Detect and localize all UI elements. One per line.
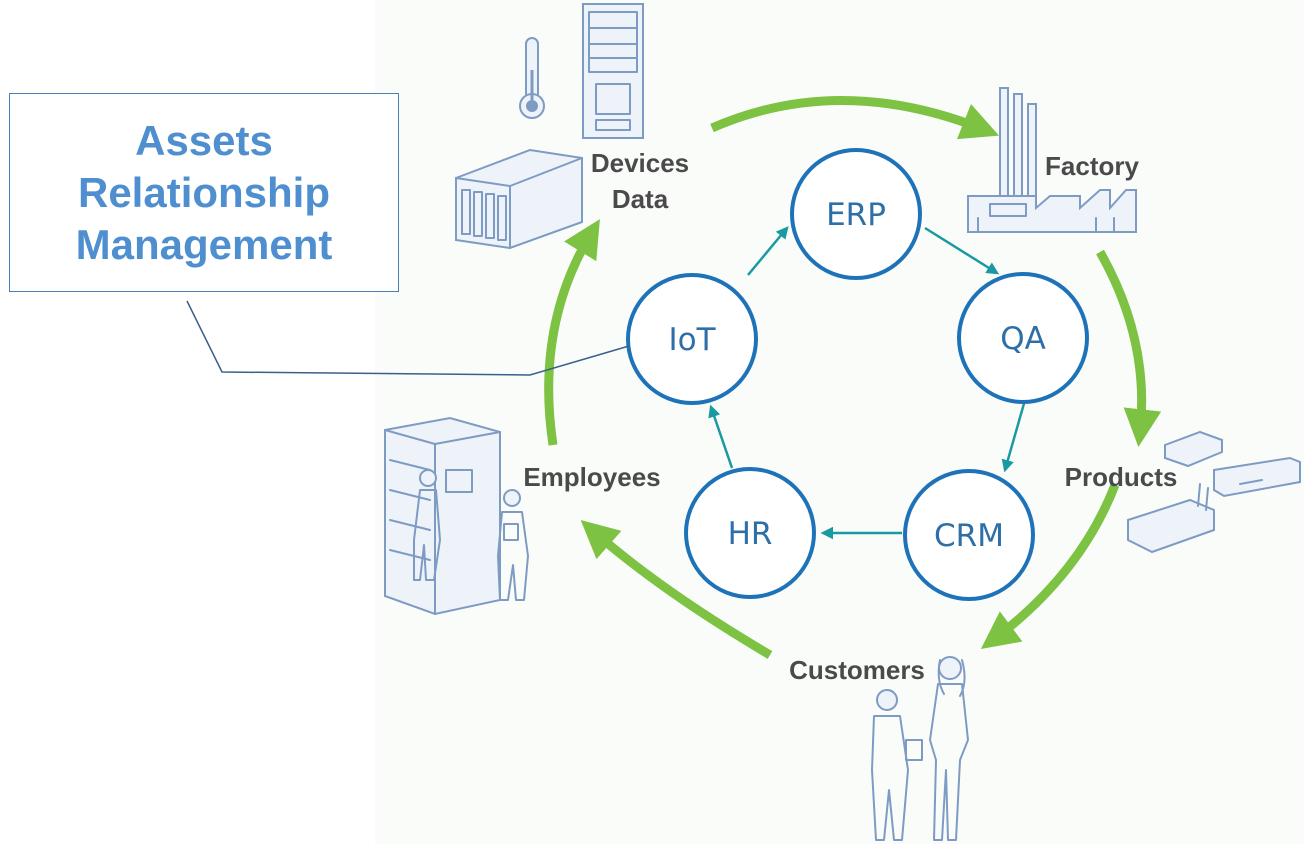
stage-devices-data-line1: Devices <box>591 148 689 178</box>
inner-cycle-arrows <box>708 226 1027 540</box>
outer-stage-labels: Devices Data Factory Products Customers … <box>523 148 1177 685</box>
node-hr-label: HR <box>728 516 773 552</box>
network-devices-icon <box>1127 430 1301 554</box>
node-erp: ERP <box>790 148 922 280</box>
vending-machine-icon <box>582 3 644 139</box>
callout-line-2: Relationship <box>77 168 331 216</box>
node-crm-label: CRM <box>934 518 1004 554</box>
factory-icon <box>967 87 1137 233</box>
assets-relationship-callout: Assets Relationship Management <box>9 93 399 292</box>
arrow-qa-to-crm <box>1001 399 1027 473</box>
stage-factory-label: Factory <box>1045 151 1139 181</box>
callout-leader-line <box>186 300 630 376</box>
arrow-employees-to-devices <box>544 219 600 446</box>
callout-line-1: Assets <box>135 116 273 164</box>
node-hr: HR <box>684 467 816 599</box>
node-iot: IoT <box>626 273 758 405</box>
thermometer-icon <box>519 37 545 119</box>
server-box-icon <box>455 148 583 250</box>
node-qa-label: QA <box>1000 321 1046 357</box>
node-qa: QA <box>957 272 1089 404</box>
callout-line-3: Management <box>75 220 333 268</box>
stage-employees-label: Employees <box>523 462 660 492</box>
arrow-products-to-customers <box>980 483 1120 650</box>
data-center-employees-icon <box>384 416 529 616</box>
arrow-hr-to-iot <box>708 404 734 469</box>
arrow-devices-to-factory <box>710 96 1000 140</box>
arrow-factory-to-products <box>1096 249 1162 448</box>
outer-cycle-arrows <box>544 96 1162 659</box>
stage-products-label: Products <box>1065 462 1178 492</box>
node-crm: CRM <box>903 469 1035 601</box>
stage-devices-data-line2: Data <box>612 184 669 214</box>
inner-cycle-nodes: ERP QA CRM HR IoT <box>626 148 1089 601</box>
node-iot-label: IoT <box>668 322 716 358</box>
arrow-iot-to-erp <box>747 226 789 276</box>
stage-customers-label: Customers <box>789 655 925 685</box>
customers-icon <box>871 656 969 841</box>
arrow-erp-to-qa <box>924 226 1000 275</box>
node-erp-label: ERP <box>826 197 886 233</box>
illustration-background <box>375 0 1304 844</box>
arrow-customers-to-employees <box>580 519 773 659</box>
